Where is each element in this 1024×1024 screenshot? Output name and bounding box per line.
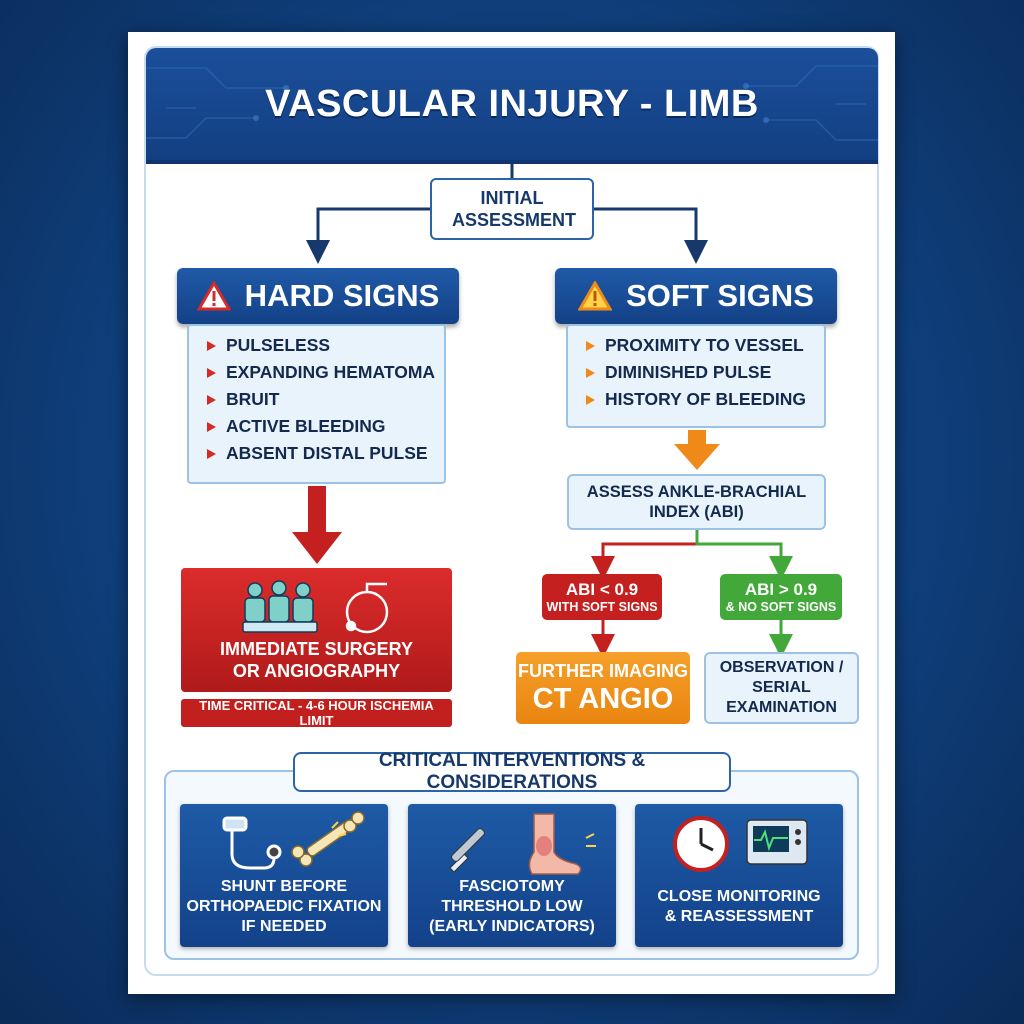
- imaging-line-2: CT ANGIO: [532, 683, 674, 715]
- card-icons: [673, 816, 808, 872]
- broken-bone-icon: [291, 811, 365, 867]
- surgeons-icon: [242, 580, 389, 634]
- time-critical-label: TIME CRITICAL - 4-6 HOUR ISCHEMIA LIMIT: [199, 698, 434, 728]
- chevron-right-icon: [207, 421, 216, 432]
- title-banner: VASCULAR INJURY - LIMB MANAGEMENT: [146, 48, 878, 160]
- list-item: HISTORY OF BLEEDING: [586, 386, 824, 413]
- chevron-right-icon: [207, 367, 216, 378]
- critical-card-shunt: SHUNT BEFORE ORTHOPAEDIC FIXATION IF NEE…: [180, 804, 388, 947]
- card-line: IF NEEDED: [241, 918, 327, 935]
- poster-frame: [144, 46, 879, 976]
- surgery-line-2: OR ANGIOGRAPHY: [232, 661, 401, 681]
- list-item: ABSENT DISTAL PULSE: [207, 440, 444, 467]
- observation-line-3: EXAMINATION: [726, 699, 837, 716]
- imaging-line-1: FURTHER IMAGING: [518, 661, 688, 681]
- warning-icon: [196, 281, 231, 311]
- hard-signs-list: PULSELESS EXPANDING HEMATOMA BRUIT ACTIV…: [187, 324, 446, 484]
- hard-signs-header: HARD SIGNS: [177, 268, 459, 324]
- list-item: PULSELESS: [207, 332, 444, 359]
- list-item: ACTIVE BLEEDING: [207, 413, 444, 440]
- card-line: THRESHOLD LOW: [441, 898, 583, 915]
- shunt-icon: [222, 816, 282, 870]
- list-item: PROXIMITY TO VESSEL: [586, 332, 824, 359]
- card-line: ORTHOPAEDIC FIXATION: [186, 898, 382, 915]
- sign-label: ABSENT DISTAL PULSE: [226, 443, 428, 463]
- scalpel-icon: [449, 828, 485, 873]
- card-line: & REASSESSMENT: [664, 908, 814, 925]
- abi-assessment-box: ASSESS ANKLE-BRACHIAL INDEX (ABI): [567, 474, 826, 530]
- critical-card-fasciotomy: FASCIOTOMY THRESHOLD LOW (EARLY INDICATO…: [408, 804, 616, 947]
- soft-signs-header: SOFT SIGNS: [555, 268, 837, 324]
- list-item: BRUIT: [207, 386, 444, 413]
- observation-box: OBSERVATION / SERIAL EXAMINATION: [704, 652, 859, 724]
- page-title: VASCULAR INJURY - LIMB MANAGEMENT: [265, 83, 759, 125]
- immediate-surgery-box: IMMEDIATE SURGERY OR ANGIOGRAPHY: [181, 568, 452, 692]
- card-line: FASCIOTOMY: [459, 878, 565, 895]
- card-line: (EARLY INDICATORS): [429, 918, 595, 935]
- abi-line-2: INDEX (ABI): [649, 503, 744, 521]
- stethoscope-icon: [345, 582, 389, 634]
- monitor-icon: [746, 819, 808, 865]
- sign-label: ACTIVE BLEEDING: [226, 416, 386, 436]
- list-item: EXPANDING HEMATOMA: [207, 359, 444, 386]
- sign-label: EXPANDING HEMATOMA: [226, 362, 436, 382]
- observation-line-2: SERIAL: [752, 679, 811, 696]
- abi-low-value: ABI < 0.9: [565, 579, 639, 599]
- warning-icon: [578, 281, 613, 311]
- abi-high-box: ABI > 0.9 & NO SOFT SIGNS: [720, 574, 842, 620]
- critical-card-monitoring: CLOSE MONITORING & REASSESSMENT: [635, 804, 843, 947]
- soft-signs-title: SOFT SIGNS: [626, 278, 814, 313]
- further-imaging-box: FURTHER IMAGING CT ANGIO: [516, 652, 690, 724]
- chevron-right-icon: [207, 394, 216, 405]
- abi-high-condition: & NO SOFT SIGNS: [725, 599, 837, 614]
- initial-assessment-box: INITIAL ASSESSMENT: [430, 178, 594, 240]
- sign-label: PULSELESS: [226, 335, 331, 355]
- abi-low-condition: WITH SOFT SIGNS: [546, 599, 658, 614]
- hard-signs-title: HARD SIGNS: [244, 278, 440, 313]
- clock-icon: [673, 816, 729, 872]
- card-icons: [222, 811, 365, 870]
- critical-title: CRITICAL INTERVENTIONS & CONSIDERATIONS: [378, 750, 646, 793]
- chevron-right-icon: [207, 340, 216, 351]
- swollen-leg-icon: [528, 813, 582, 875]
- abi-line-1: ASSESS ANKLE-BRACHIAL: [586, 483, 807, 501]
- chevron-right-icon: [207, 448, 216, 459]
- abi-high-value: ABI > 0.9: [744, 579, 818, 599]
- time-critical-note: TIME CRITICAL - 4-6 HOUR ISCHEMIA LIMIT: [181, 698, 452, 728]
- surgery-line-1: IMMEDIATE SURGERY: [219, 639, 413, 659]
- sign-label: DIMINISHED PULSE: [605, 362, 772, 382]
- critical-title-box: CRITICAL INTERVENTIONS & CONSIDERATIONS: [293, 750, 731, 793]
- list-item: DIMINISHED PULSE: [586, 359, 824, 386]
- initial-assessment-label: INITIAL ASSESSMENT: [452, 188, 577, 230]
- observation-line-1: OBSERVATION /: [719, 659, 844, 676]
- chevron-right-icon: [586, 394, 595, 405]
- chevron-right-icon: [586, 340, 595, 351]
- card-line: CLOSE MONITORING: [657, 888, 821, 905]
- sign-label: BRUIT: [226, 389, 280, 409]
- abi-low-box: ABI < 0.9 WITH SOFT SIGNS: [542, 574, 662, 620]
- card-icons: [449, 813, 596, 875]
- sign-label: HISTORY OF BLEEDING: [605, 389, 806, 409]
- banner-rule: [146, 160, 878, 164]
- chevron-right-icon: [586, 367, 595, 378]
- card-line: SHUNT BEFORE: [220, 878, 348, 895]
- soft-signs-list: PROXIMITY TO VESSEL DIMINISHED PULSE HIS…: [566, 324, 826, 428]
- sign-label: PROXIMITY TO VESSEL: [605, 335, 804, 355]
